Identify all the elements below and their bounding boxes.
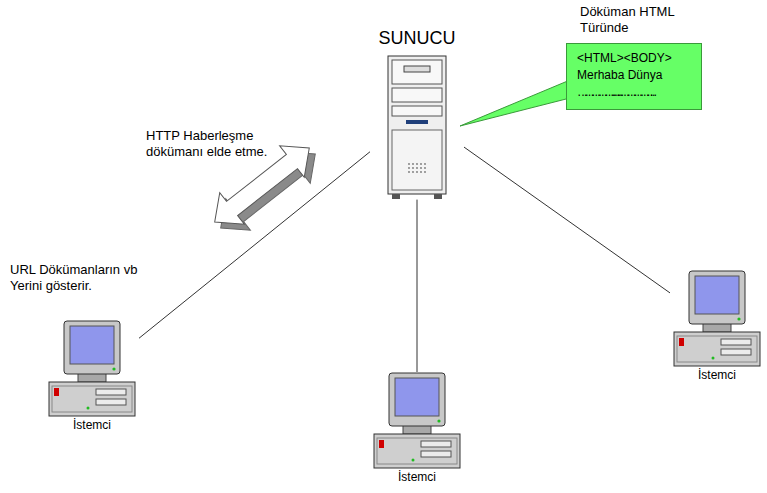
monitor — [689, 271, 745, 324]
vent-hole — [416, 167, 418, 169]
monitor — [64, 321, 120, 374]
foot — [434, 194, 442, 199]
unit-front — [377, 438, 457, 464]
front-panel — [392, 130, 442, 190]
monitor — [389, 373, 445, 426]
vent-hole — [416, 171, 418, 173]
node-label: İstemci — [370, 470, 464, 484]
text-run: ………………. — [577, 85, 612, 99]
unit-led — [412, 459, 415, 462]
callout-heading: Döküman HTML Türünde — [580, 4, 680, 35]
screen — [695, 276, 739, 314]
annotation-label: HTTP Haberleşme dökümanı elde etme. — [146, 128, 271, 159]
vent-hole — [420, 163, 422, 165]
drive — [721, 339, 751, 345]
foot — [392, 194, 400, 199]
computer-icon — [48, 320, 136, 418]
power-led — [437, 419, 440, 422]
screen — [395, 378, 439, 416]
vent-hole — [424, 163, 426, 165]
drive — [421, 441, 451, 447]
client-node: İstemci — [45, 320, 139, 432]
vent-hole — [412, 163, 414, 165]
network-link — [139, 152, 370, 339]
document-callout: Döküman HTML Türünde <HTML><BODY> Merhaba… — [566, 4, 706, 110]
drive — [96, 399, 126, 405]
server-tower — [384, 54, 450, 200]
vent-hole — [408, 167, 410, 169]
network-link — [417, 200, 418, 372]
drive-bay — [392, 88, 442, 102]
vent-hole — [412, 171, 414, 173]
power-led — [112, 367, 115, 370]
drive — [96, 389, 126, 395]
drive-bay — [392, 60, 442, 84]
red-badge — [379, 440, 384, 448]
client-node: İstemci — [670, 270, 764, 382]
computer-icon — [373, 372, 461, 470]
status-bar — [406, 120, 428, 124]
text-run: ……………….. — [612, 85, 647, 99]
node-label: İstemci — [670, 368, 764, 382]
text-run: Dünya — [628, 68, 663, 82]
network-link — [464, 147, 670, 293]
vent-hole — [424, 171, 426, 173]
drive-bay — [392, 106, 442, 116]
vent-hole — [420, 167, 422, 169]
screen — [70, 326, 114, 364]
vent-hole — [420, 171, 422, 173]
unit-front — [52, 386, 132, 412]
unit-front — [677, 336, 757, 362]
vent-hole — [416, 163, 418, 165]
system-unit — [49, 382, 135, 416]
drive-slot — [404, 66, 430, 72]
text-run: <HTML><BODY> — [577, 51, 672, 65]
vent-hole — [424, 167, 426, 169]
callout-box: <HTML><BODY> Merhaba Dünya ………………. ……………… — [566, 43, 702, 109]
drive — [421, 451, 451, 457]
server-node: SUNUCU — [370, 28, 464, 200]
node-label: İstemci — [45, 418, 139, 432]
unit-led — [712, 357, 715, 360]
computer-icon — [673, 270, 761, 368]
power-led — [737, 317, 740, 320]
red-badge — [54, 388, 59, 396]
callout-tail — [460, 80, 570, 126]
client-node: İstemci — [370, 372, 464, 484]
node-title: SUNUCU — [370, 28, 464, 50]
tower-case — [388, 56, 446, 194]
vent-hole — [408, 163, 410, 165]
system-unit — [674, 332, 760, 366]
unit-led — [87, 407, 90, 410]
annotation-label: URL Dökümanların vb Yerini gösterir. — [10, 262, 160, 293]
vent-hole — [412, 167, 414, 169]
callout-text: <HTML><BODY> Merhaba Dünya ………………. ……………… — [577, 50, 695, 100]
red-badge — [679, 338, 684, 346]
vent-hole — [408, 171, 410, 173]
drive — [721, 349, 751, 355]
system-unit — [374, 434, 460, 468]
text-run: Merhaba — [577, 68, 628, 82]
